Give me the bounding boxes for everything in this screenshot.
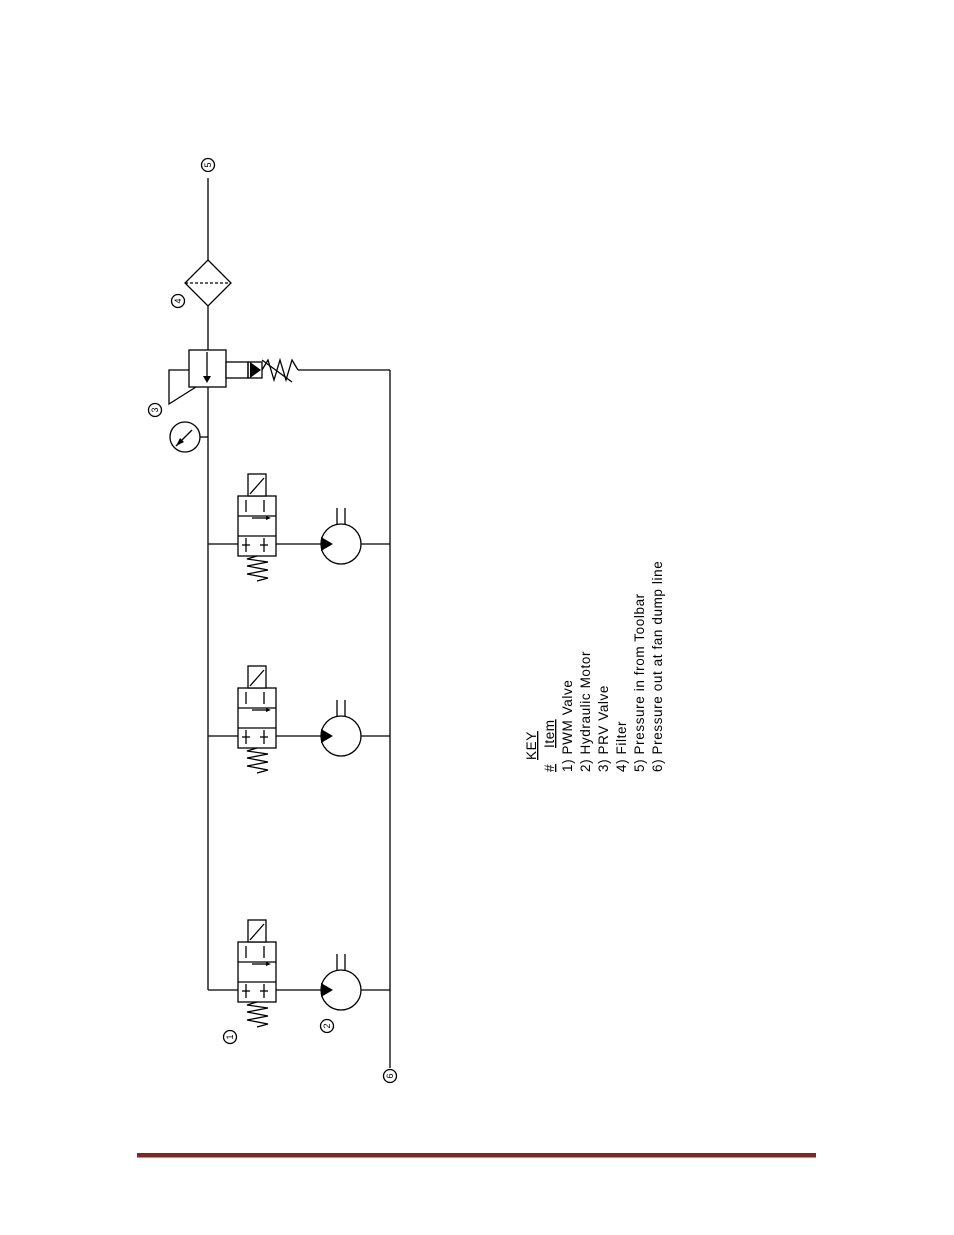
hydraulic-motor-symbol-2 <box>321 700 390 756</box>
svg-text:4: 4 <box>173 298 183 303</box>
key-header-item: Item <box>542 719 557 748</box>
filter-symbol <box>185 260 231 306</box>
svg-text:1: 1 <box>225 1034 235 1039</box>
callout-1: 1 <box>224 1031 237 1044</box>
key-item-6: 6) Pressure out at fan dump line <box>650 561 665 772</box>
svg-text:3: 3 <box>150 407 160 412</box>
key-item-1: 1) PWM Valve <box>560 680 575 772</box>
pwm-valve-symbol-1 <box>208 474 322 581</box>
hydraulic-motor-symbol-1 <box>321 508 390 564</box>
callout-2: 2 <box>321 1020 334 1033</box>
callout-4: 4 <box>172 295 185 308</box>
footer-rule <box>137 1153 816 1158</box>
callout-3: 3 <box>149 404 162 417</box>
key-title: KEY <box>524 731 539 760</box>
key-item-3: 3) PRV Valve <box>596 685 611 772</box>
svg-text:6: 6 <box>385 1073 395 1078</box>
key-header-number: # <box>542 764 557 772</box>
svg-text:2: 2 <box>322 1023 332 1028</box>
key-item-5: 5) Pressure in from Toolbar <box>632 593 647 772</box>
svg-text:5: 5 <box>203 162 213 167</box>
pressure-gauge <box>170 422 208 452</box>
callout-6: 6 <box>384 1070 397 1083</box>
prv-valve-symbol <box>169 350 390 404</box>
hydraulic-motor-symbol-3 <box>321 954 390 1010</box>
pwm-valve-symbol-2 <box>208 666 322 773</box>
key-item-2: 2) Hydraulic Motor <box>578 651 593 772</box>
callout-5: 5 <box>202 159 215 172</box>
pwm-valve-symbol-3 <box>208 920 322 1027</box>
key-legend: KEY # Item 1) PWM Valve 2) Hydraulic Mot… <box>524 561 665 772</box>
key-item-4: 4) Filter <box>614 721 629 772</box>
